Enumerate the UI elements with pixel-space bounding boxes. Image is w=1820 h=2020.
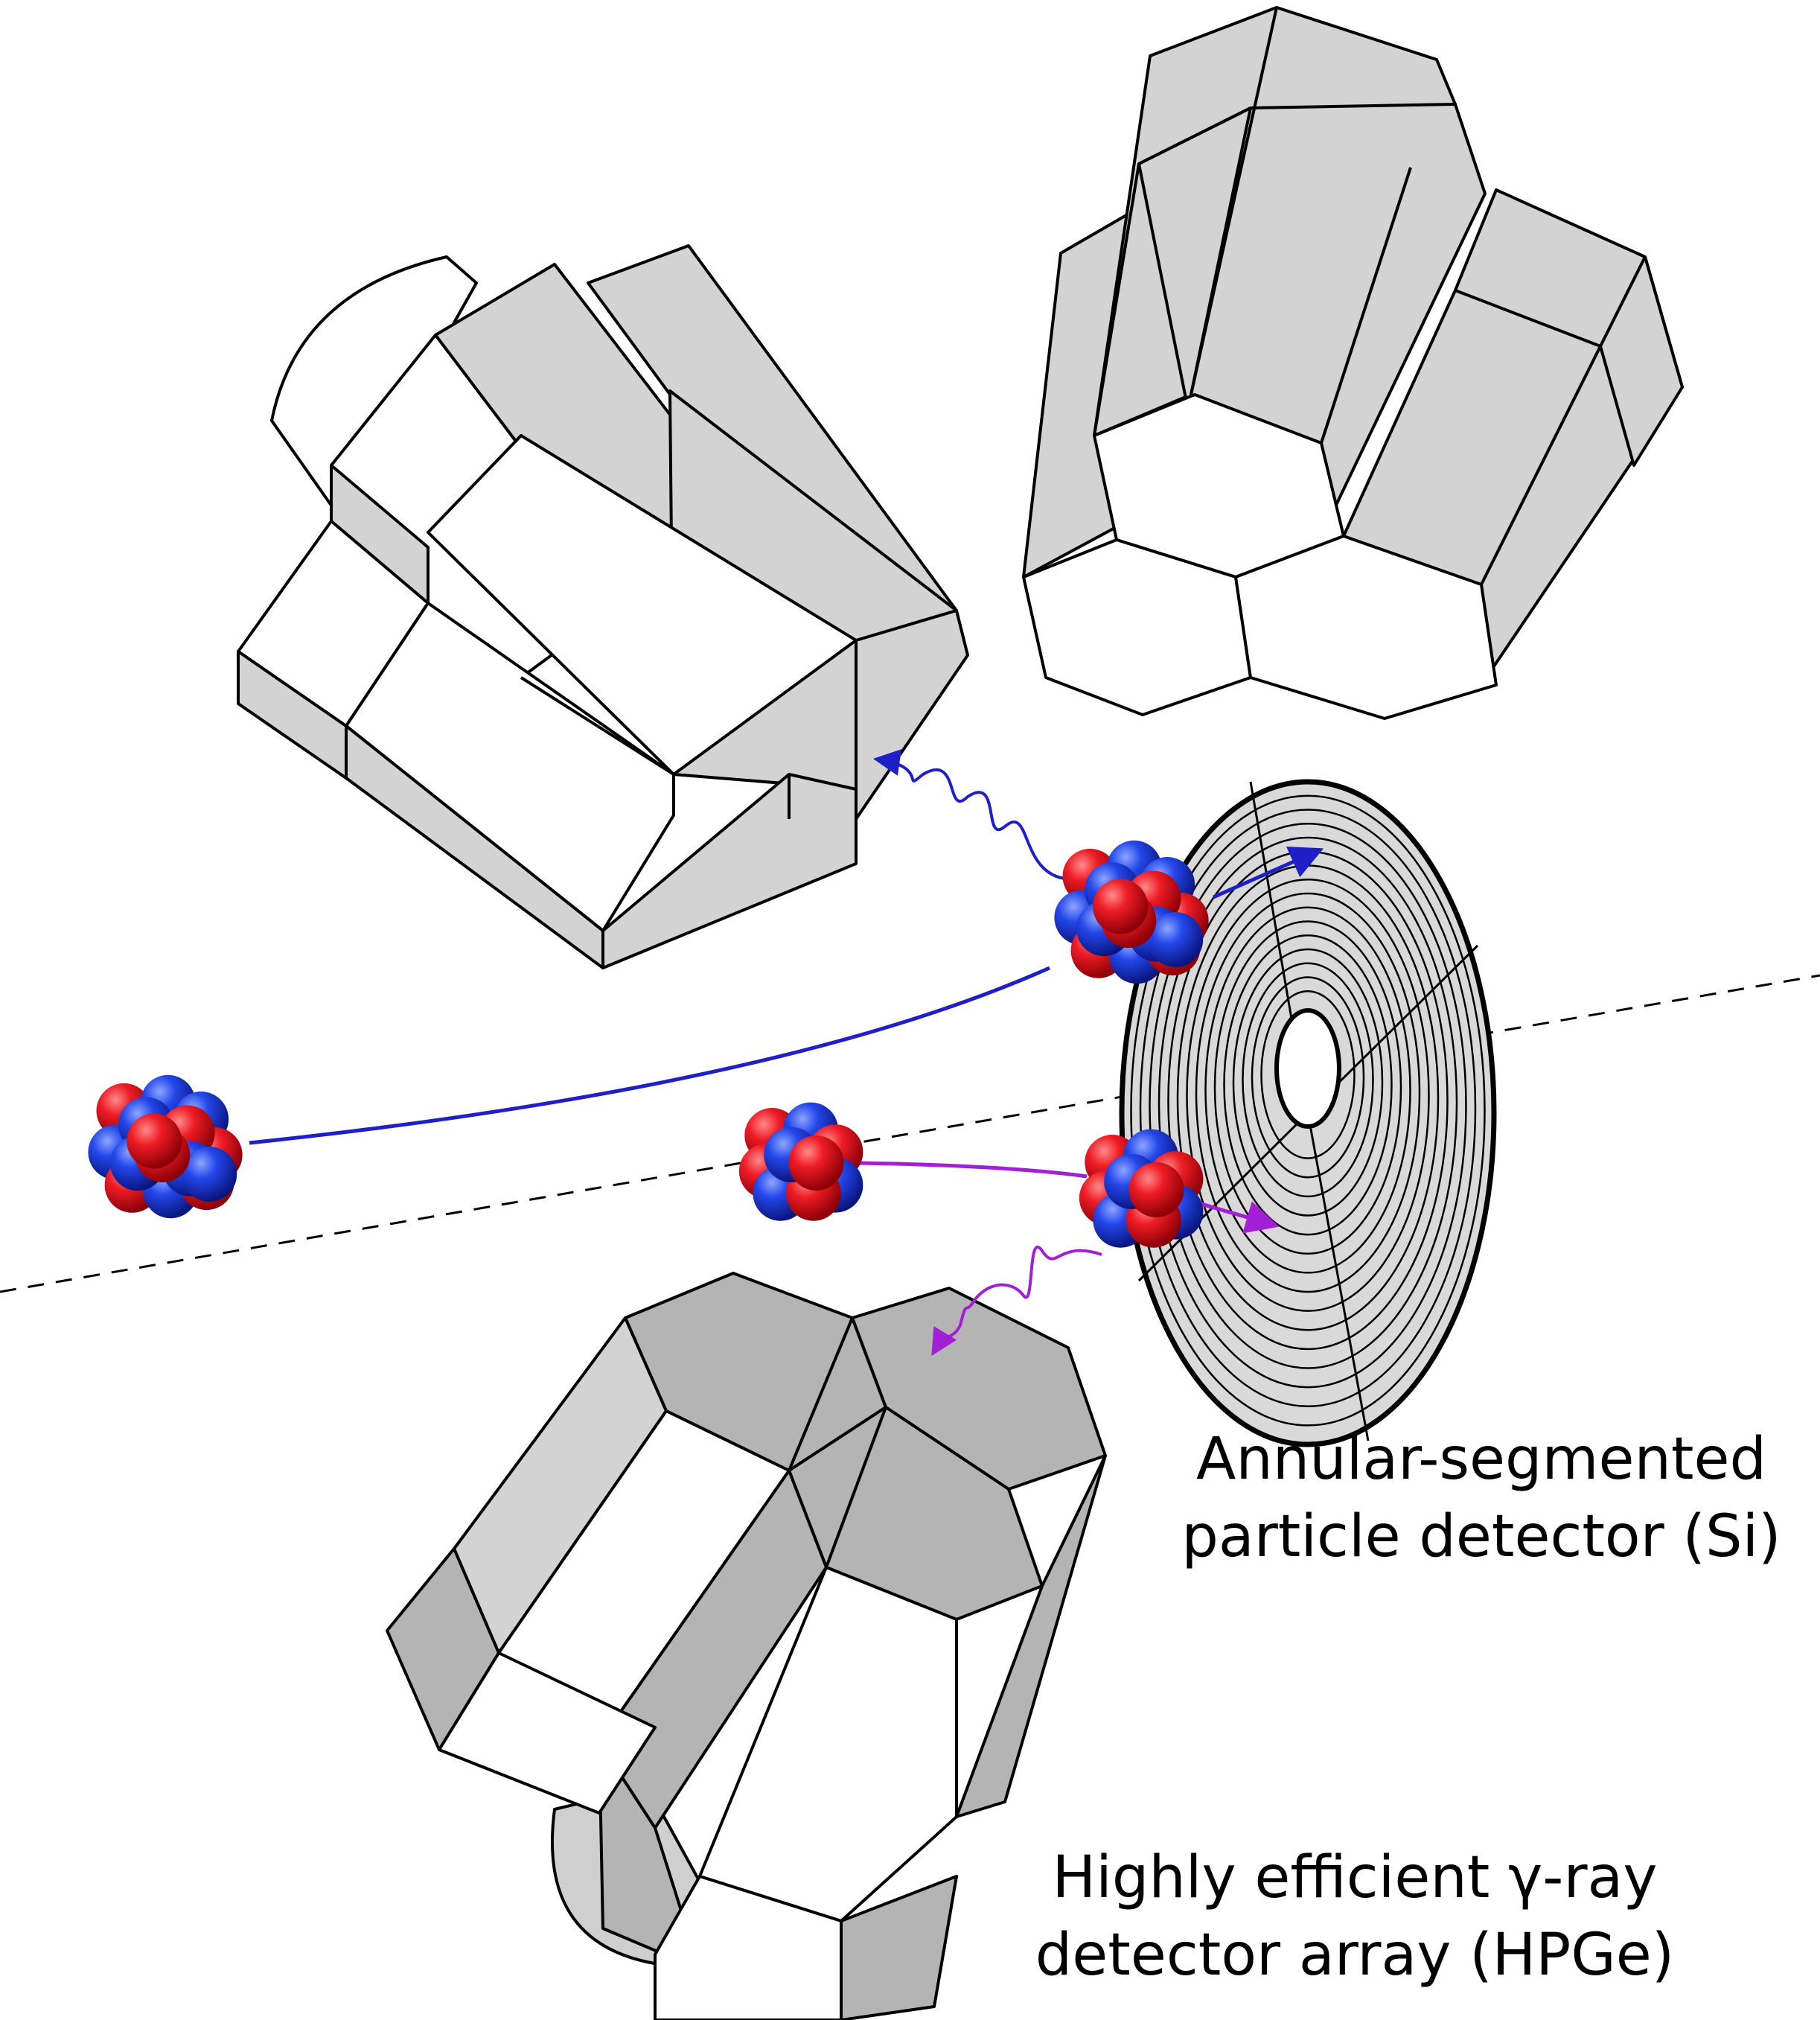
annular-ring [1158, 836, 1458, 1369]
annular-ring [1260, 990, 1356, 1159]
annular-ring [1204, 906, 1411, 1274]
annular-si-detector [1119, 779, 1497, 1447]
crystal-side [1599, 255, 1684, 467]
beam-axis [0, 974, 1820, 1293]
sector-line [1306, 1112, 1370, 1441]
neutron [182, 1147, 237, 1202]
crystal-face [1234, 535, 1498, 720]
gamma-ray-lower-wavy-arrow-icon [931, 1245, 1102, 1357]
beam-trajectory [249, 966, 1051, 1145]
target-trajectory [855, 1161, 1088, 1179]
scattered-beam-nucleus-icon [1054, 840, 1209, 984]
segment-line [1320, 167, 1412, 444]
hpge-array-label-line1: Highly efficient γ-ray [1052, 1844, 1658, 1911]
recoil-nucleus-icon [1079, 1129, 1204, 1248]
annular-ring [1223, 934, 1393, 1236]
annular-ring [1195, 892, 1421, 1293]
detector-endcap [270, 255, 478, 523]
annular-ring [1251, 976, 1365, 1179]
crystal-side [955, 1454, 1107, 1818]
segment-line [1190, 107, 1252, 395]
crystal-face [698, 1566, 958, 1922]
hpge-array-label-line2: detector array (HPGe) [1035, 1922, 1675, 1989]
hpge-detector-upper-right [1022, 6, 1684, 720]
si-detector-label-line2: particle detector (Si) [1181, 1503, 1781, 1570]
segment-line [1093, 163, 1140, 436]
segment-line [520, 676, 675, 776]
si-detector-label: Annular-segmented particle detector (Si) [1146, 1421, 1816, 1575]
annular-ring [1149, 823, 1467, 1389]
annular-ring [1213, 920, 1402, 1255]
hpge-detector-upper-left [237, 244, 969, 969]
segment-line [1455, 289, 1601, 348]
hpge-array-label: Highly efficient γ-ray detector array (H… [990, 1839, 1720, 1994]
proton [788, 1135, 844, 1191]
target-nucleus-icon [738, 1102, 863, 1221]
proton [1128, 1162, 1184, 1217]
proton [127, 1113, 182, 1169]
annular-ring [1130, 794, 1486, 1427]
crystal-face [438, 1651, 657, 1815]
scattered-beam-arrow [1212, 847, 1324, 899]
crystal-side [601, 773, 858, 969]
segment-line [1480, 345, 1602, 585]
beam-nucleus-icon [88, 1074, 243, 1219]
annular-ring [1139, 809, 1477, 1407]
crystal-face [654, 1875, 843, 2020]
sector-line [1137, 1112, 1309, 1282]
neutron [1148, 912, 1204, 967]
segment-line [825, 1406, 887, 1568]
annular-ring [1242, 962, 1374, 1198]
proton [1093, 879, 1149, 934]
annular-ring [1232, 948, 1384, 1217]
segment-line [1138, 106, 1251, 165]
hpge-detector-lower [386, 1272, 1107, 2020]
si-detector-label-line1: Annular-segmented [1196, 1426, 1766, 1493]
annular-ring [1186, 879, 1430, 1312]
segment-line [788, 1317, 854, 1471]
si-detector-hole [1274, 1008, 1341, 1129]
gamma-ray-upper-wavy-arrow-icon [872, 749, 1065, 880]
